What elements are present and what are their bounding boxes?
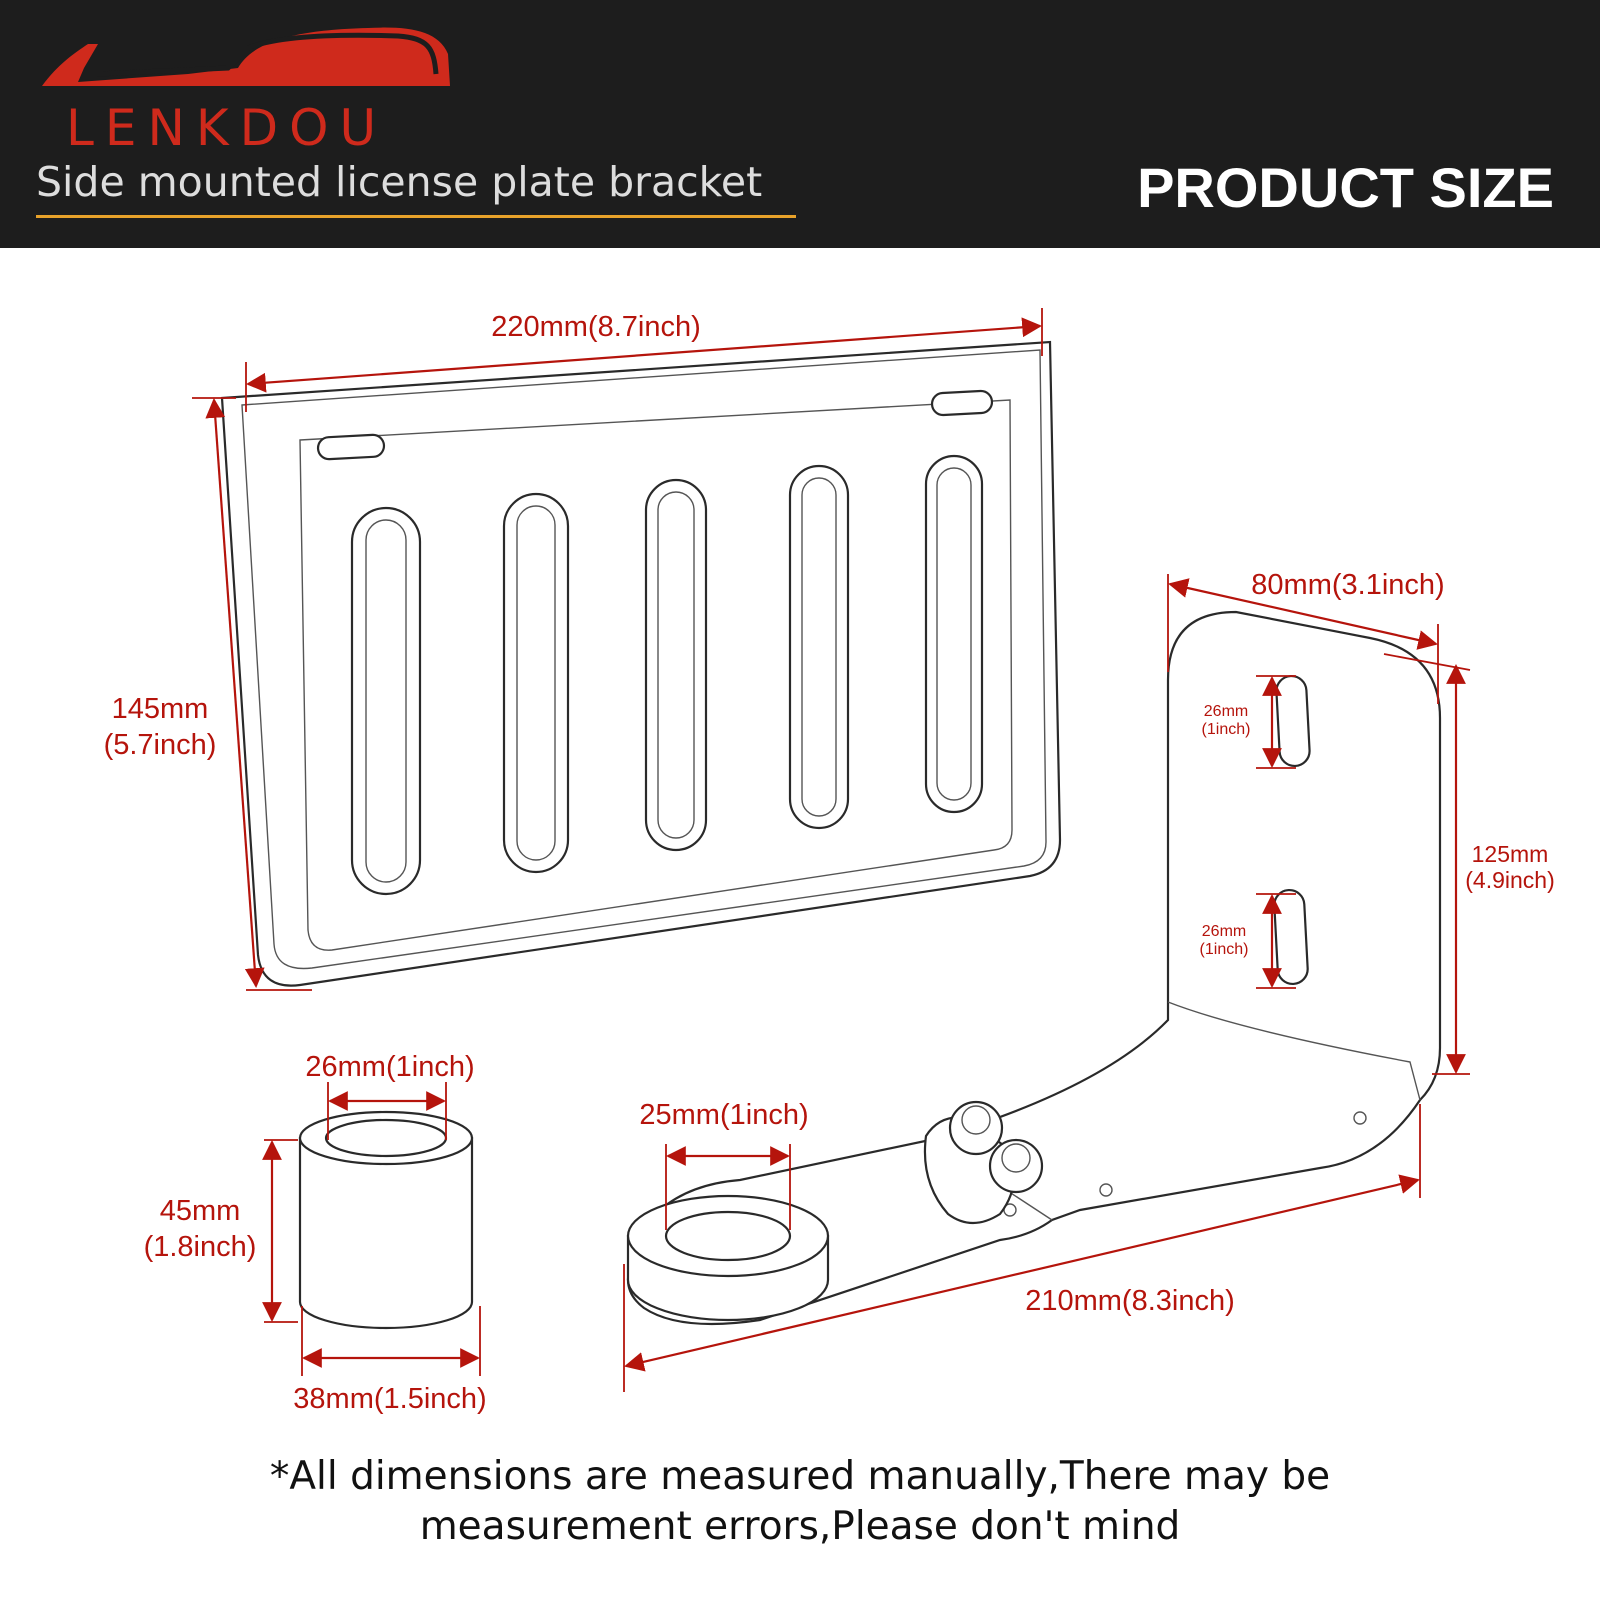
measurement-disclaimer: *All dimensions are measured manually,Th… <box>0 1452 1600 1552</box>
product-subtitle: Side mounted license plate bracket <box>36 158 763 206</box>
header-bar: LENKDOU Side mounted license plate brack… <box>0 0 1600 248</box>
brand-name: LENKDOU <box>66 99 388 157</box>
spacer-outer-label: 38mm(1.5inch) <box>293 1383 486 1415</box>
spacer-inner-label: 26mm(1inch) <box>305 1051 474 1083</box>
spacer-height-label-inch: (1.8inch) <box>144 1231 257 1263</box>
slot-bottom-label-inch: (1inch) <box>1200 941 1249 958</box>
subtitle-underline <box>36 215 796 218</box>
license-plate <box>220 340 1062 987</box>
plate-height-label-mm: 145mm <box>112 693 209 725</box>
bracket-dimensions <box>623 574 1471 1392</box>
bracket-length-label: 210mm(8.3inch) <box>1025 1285 1235 1317</box>
plate-width-label: 220mm(8.7inch) <box>491 311 701 343</box>
disclaimer-line-2: measurement errors,Please don't mind <box>419 1504 1181 1549</box>
slot-top-label-inch: (1inch) <box>1202 721 1251 738</box>
slot-top-label-mm: 26mm <box>1204 703 1248 720</box>
slot-bottom-label-mm: 26mm <box>1202 923 1246 940</box>
plate-dimensions <box>192 308 1043 991</box>
bracket-height-label-inch: (4.9inch) <box>1465 867 1554 893</box>
spacer-dimensions <box>262 1082 481 1376</box>
plate-height-label-inch: (5.7inch) <box>104 729 217 761</box>
bracket-width-label: 80mm(3.1inch) <box>1251 569 1444 601</box>
bracket-height-label-mm: 125mm <box>1472 841 1549 867</box>
spacer-height-label-mm: 45mm <box>160 1195 241 1227</box>
disclaimer-line-1: *All dimensions are measured manually,Th… <box>269 1454 1331 1499</box>
hole-diameter-label: 25mm(1inch) <box>639 1099 808 1131</box>
section-title: PRODUCT SIZE <box>1137 156 1554 219</box>
spacer-tube <box>298 1110 474 1330</box>
brand-logo-icon <box>42 27 450 87</box>
